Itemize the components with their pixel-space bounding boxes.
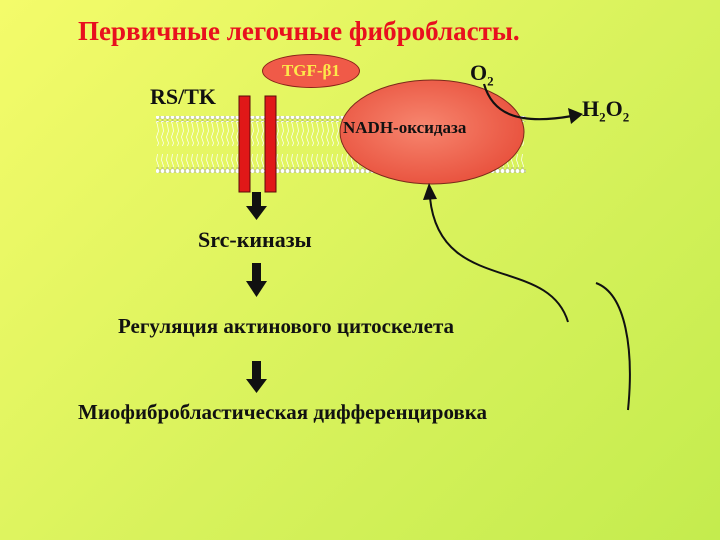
page-title: Первичные легочные фибробласты. [78,16,520,46]
h2o2-sub2: 2 [622,109,630,125]
o2-subscript: 2 [487,73,494,89]
arrow-receptor-to-src [246,192,267,220]
arrow-src-to-regulation [246,263,267,297]
step-myofibroblast-differentiation: Миофибробластическая дифференцировка [78,400,488,424]
step-src-kinases: Src-киназы [198,227,312,252]
ligand-tgf-beta1: TGF-β1 [262,54,360,88]
nadh-oxidase-enzyme [339,79,525,185]
receptor-rstk [238,95,277,193]
h2o2-h: H [582,96,600,121]
h2o2-sub1: 2 [599,109,606,125]
step-actin-regulation: Регуляция актинового цитоскелета [118,314,455,338]
h2o2-o: O [605,96,623,121]
enzyme-label: NADH-оксидаза [343,118,467,137]
arrow-feedback-to-nadh [423,183,631,411]
h2o2-label: H2O2 [582,96,629,125]
o2-label: O2 [470,60,494,89]
o2-symbol: O [470,60,488,85]
arrow-o2-to-h2o2 [482,83,583,124]
receptor-label: RS/TK [150,84,217,109]
arrow-regulation-to-myofibro [246,361,267,393]
